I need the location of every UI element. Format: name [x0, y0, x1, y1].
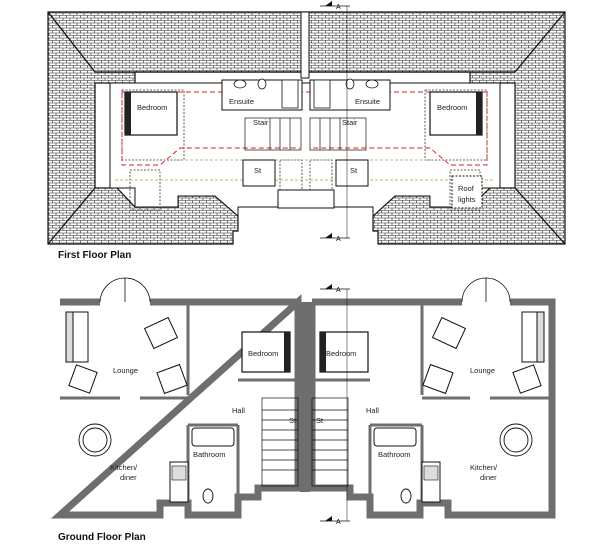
label-bedroom-ff-left: Bedroom [137, 103, 167, 112]
label-kitchen-left-1: Kitchen/ [110, 463, 138, 472]
label-st-gf-left: St [289, 416, 297, 425]
dining-table-left [78, 423, 112, 457]
wc-left [202, 488, 214, 504]
bed-gf-left [241, 331, 291, 373]
label-hall-right: Hall [366, 406, 379, 415]
label-bedroom-ff-right: Bedroom [437, 103, 467, 112]
label-bathroom-right: Bathroom [378, 450, 411, 459]
dining-table-right [499, 423, 533, 457]
party-wall-gf [300, 302, 310, 492]
ensuite-fixtures [233, 78, 379, 109]
label-st-gf-right: St [316, 416, 324, 425]
label-rooflights-line2: lights [458, 195, 476, 204]
svg-text:A: A [336, 236, 341, 243]
bed-gf-left-pillow [284, 332, 290, 372]
bed-gf-right-pillow [320, 332, 326, 372]
label-bathroom-left: Bathroom [193, 450, 226, 459]
bed-left-pillow [125, 92, 131, 135]
bed-left [124, 91, 178, 136]
first-floor-title: First Floor Plan [58, 250, 131, 261]
label-st-ff-left: St [254, 166, 262, 175]
sofas-right [422, 311, 545, 395]
wc-right [400, 488, 412, 504]
label-rooflights-line1: Roof [458, 184, 475, 193]
ground-floor-plan: Bedroom Bedroom Lounge Lounge Hall Hall … [50, 277, 556, 543]
kitchen-hob-right [423, 465, 439, 481]
sofas-left [65, 311, 188, 395]
svg-text:A: A [336, 4, 341, 11]
eaves-lines [121, 91, 488, 166]
bed-right [429, 91, 483, 136]
french-doors-left [99, 277, 151, 303]
store-left [242, 159, 276, 187]
label-hall-left: Hall [232, 406, 245, 415]
landing [277, 189, 335, 209]
label-st-ff-right: St [350, 166, 358, 175]
section-marker-gf-top: A [320, 284, 350, 294]
bed-right-pillow [476, 92, 482, 135]
party-wall-top [300, 11, 310, 79]
bathtub-right [373, 427, 417, 447]
french-doors-right [461, 277, 511, 303]
svg-text:A: A [336, 519, 341, 526]
section-marker-ff-top: A [320, 1, 350, 11]
store-right [335, 159, 369, 187]
kitchen-hob-left [171, 465, 187, 481]
stairs-ground-floor [261, 397, 349, 487]
label-kitchen-right-1: Kitchen/ [470, 463, 498, 472]
ground-floor-title: Ground Floor Plan [58, 532, 146, 543]
label-bedroom-gf-left: Bedroom [248, 349, 278, 358]
stairs-first-floor [244, 117, 367, 151]
label-kitchen-left-2: diner [120, 473, 137, 482]
label-kitchen-right-2: diner [480, 473, 497, 482]
label-stair-ff-left: Stair [253, 118, 269, 127]
label-lounge-right: Lounge [470, 366, 495, 375]
label-stair-ff-right: Stair [342, 118, 358, 127]
section-marker-gf-bottom: A [320, 516, 350, 526]
section-marker-ff-bottom: A [320, 233, 350, 243]
first-floor-plan: Bedroom Ensuite Stair St Bedroom Ensuite… [47, 1, 566, 261]
green-lines [115, 159, 495, 181]
label-ensuite-ff-left: Ensuite [229, 97, 254, 106]
rooflight-box [451, 175, 483, 209]
label-bedroom-gf-right: Bedroom [326, 349, 356, 358]
bathtub-left [191, 427, 235, 447]
label-ensuite-ff-right: Ensuite [355, 97, 380, 106]
svg-text:A: A [336, 287, 341, 294]
label-lounge-left: Lounge [113, 366, 138, 375]
